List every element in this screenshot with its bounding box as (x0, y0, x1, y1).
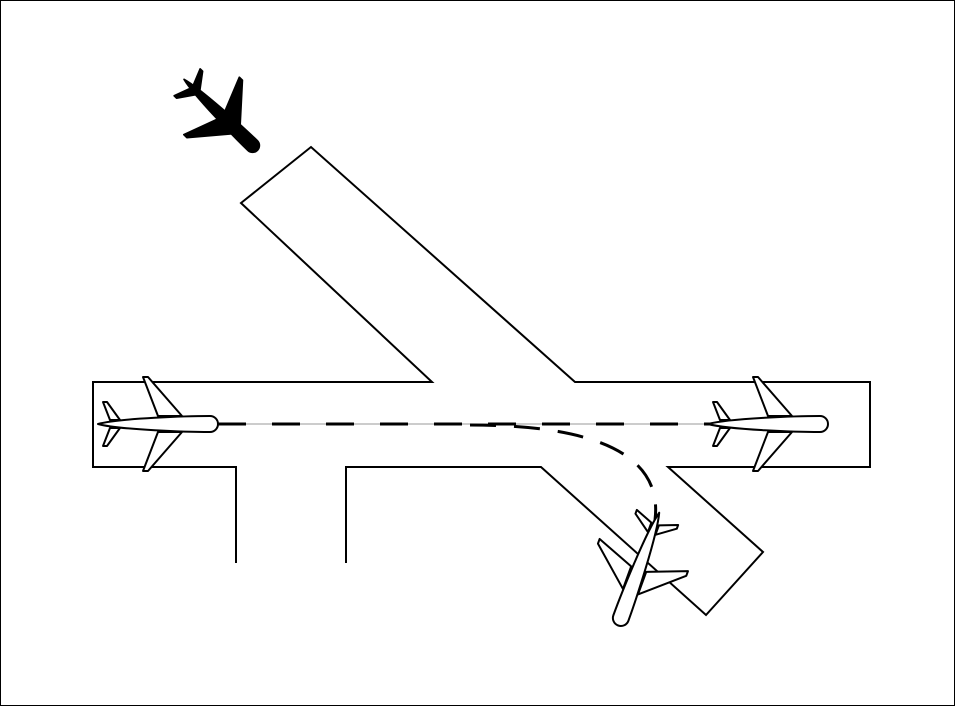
curved-turn-path (469, 423, 658, 521)
aircraft-landing-icon (155, 49, 287, 180)
aircraft-holding-right-icon (707, 376, 829, 472)
aircraft-turning-icon (572, 495, 705, 643)
aircraft-holding-left-icon (97, 376, 219, 472)
runway-outline (92, 145, 871, 617)
